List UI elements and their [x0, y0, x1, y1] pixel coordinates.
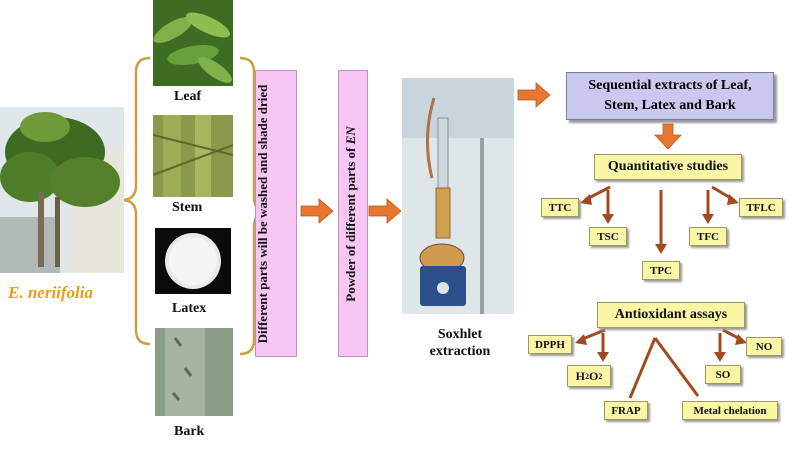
arrow-powder-to-soxhlet [368, 198, 402, 224]
arrow-wash-to-powder [300, 198, 334, 224]
antioxidant-title: Antioxidant assays [597, 302, 745, 328]
latex-photo [155, 228, 231, 294]
powder-step-prefix: Powder of different parts of [343, 144, 358, 302]
quant-ttc: TTC [541, 198, 579, 217]
quant-tfc: TFC [689, 227, 727, 246]
stem-photo [153, 115, 233, 197]
leaf-photo [153, 0, 233, 86]
assay-dpph: DPPH [528, 335, 572, 354]
arrow-line-metal [653, 337, 700, 397]
soxhlet-line2: extraction [429, 344, 491, 359]
assay-so: SO [705, 365, 741, 384]
quant-tflc: TFLC [739, 198, 783, 217]
left-bracket [121, 56, 151, 346]
assay-metal-chelation: Metal chelation [682, 401, 778, 420]
assay-frap: FRAP [604, 401, 648, 420]
quant-tpc: TPC [642, 261, 680, 280]
leaf-label: Leaf [174, 89, 202, 104]
h2o2-h: H [575, 368, 585, 383]
powder-step-box [338, 70, 368, 357]
plant-name: E. neriifolia [8, 283, 94, 302]
sequential-line1: Sequential extracts of Leaf, [588, 78, 752, 93]
wash-step-box [255, 70, 297, 357]
h2o2-sub2: 2 [598, 371, 603, 381]
h2o2-sub1: 2 [585, 371, 589, 381]
arrow-soxhlet-to-sequential [517, 82, 551, 108]
bark-label: Bark [174, 424, 205, 439]
arrow-line-frap [628, 337, 657, 399]
plant-photo [0, 107, 124, 273]
soxhlet-photo [402, 78, 514, 314]
wash-step-text: Different parts will be washed and shade… [255, 84, 270, 344]
soxhlet-line1: Soxhlet [437, 327, 483, 342]
latex-label: Latex [172, 301, 207, 316]
sequential-box: Sequential extracts of Leaf, Stem, Latex… [566, 72, 774, 120]
assay-no: NO [746, 337, 782, 356]
quantitative-title: Quantitative studies [594, 154, 742, 180]
bark-photo [155, 328, 233, 416]
h2o2-o: O [589, 368, 599, 383]
stem-label: Stem [172, 200, 203, 215]
powder-step-text: Powder of different parts of EN [343, 74, 363, 354]
sequential-line2: Stem, Latex and Bark [604, 98, 736, 113]
powder-step-abbr: EN [343, 126, 358, 145]
arrow-sequential-to-quantitative [654, 123, 682, 150]
quant-tsc: TSC [589, 227, 627, 246]
soxhlet-label: Soxhlet extraction [405, 326, 515, 360]
